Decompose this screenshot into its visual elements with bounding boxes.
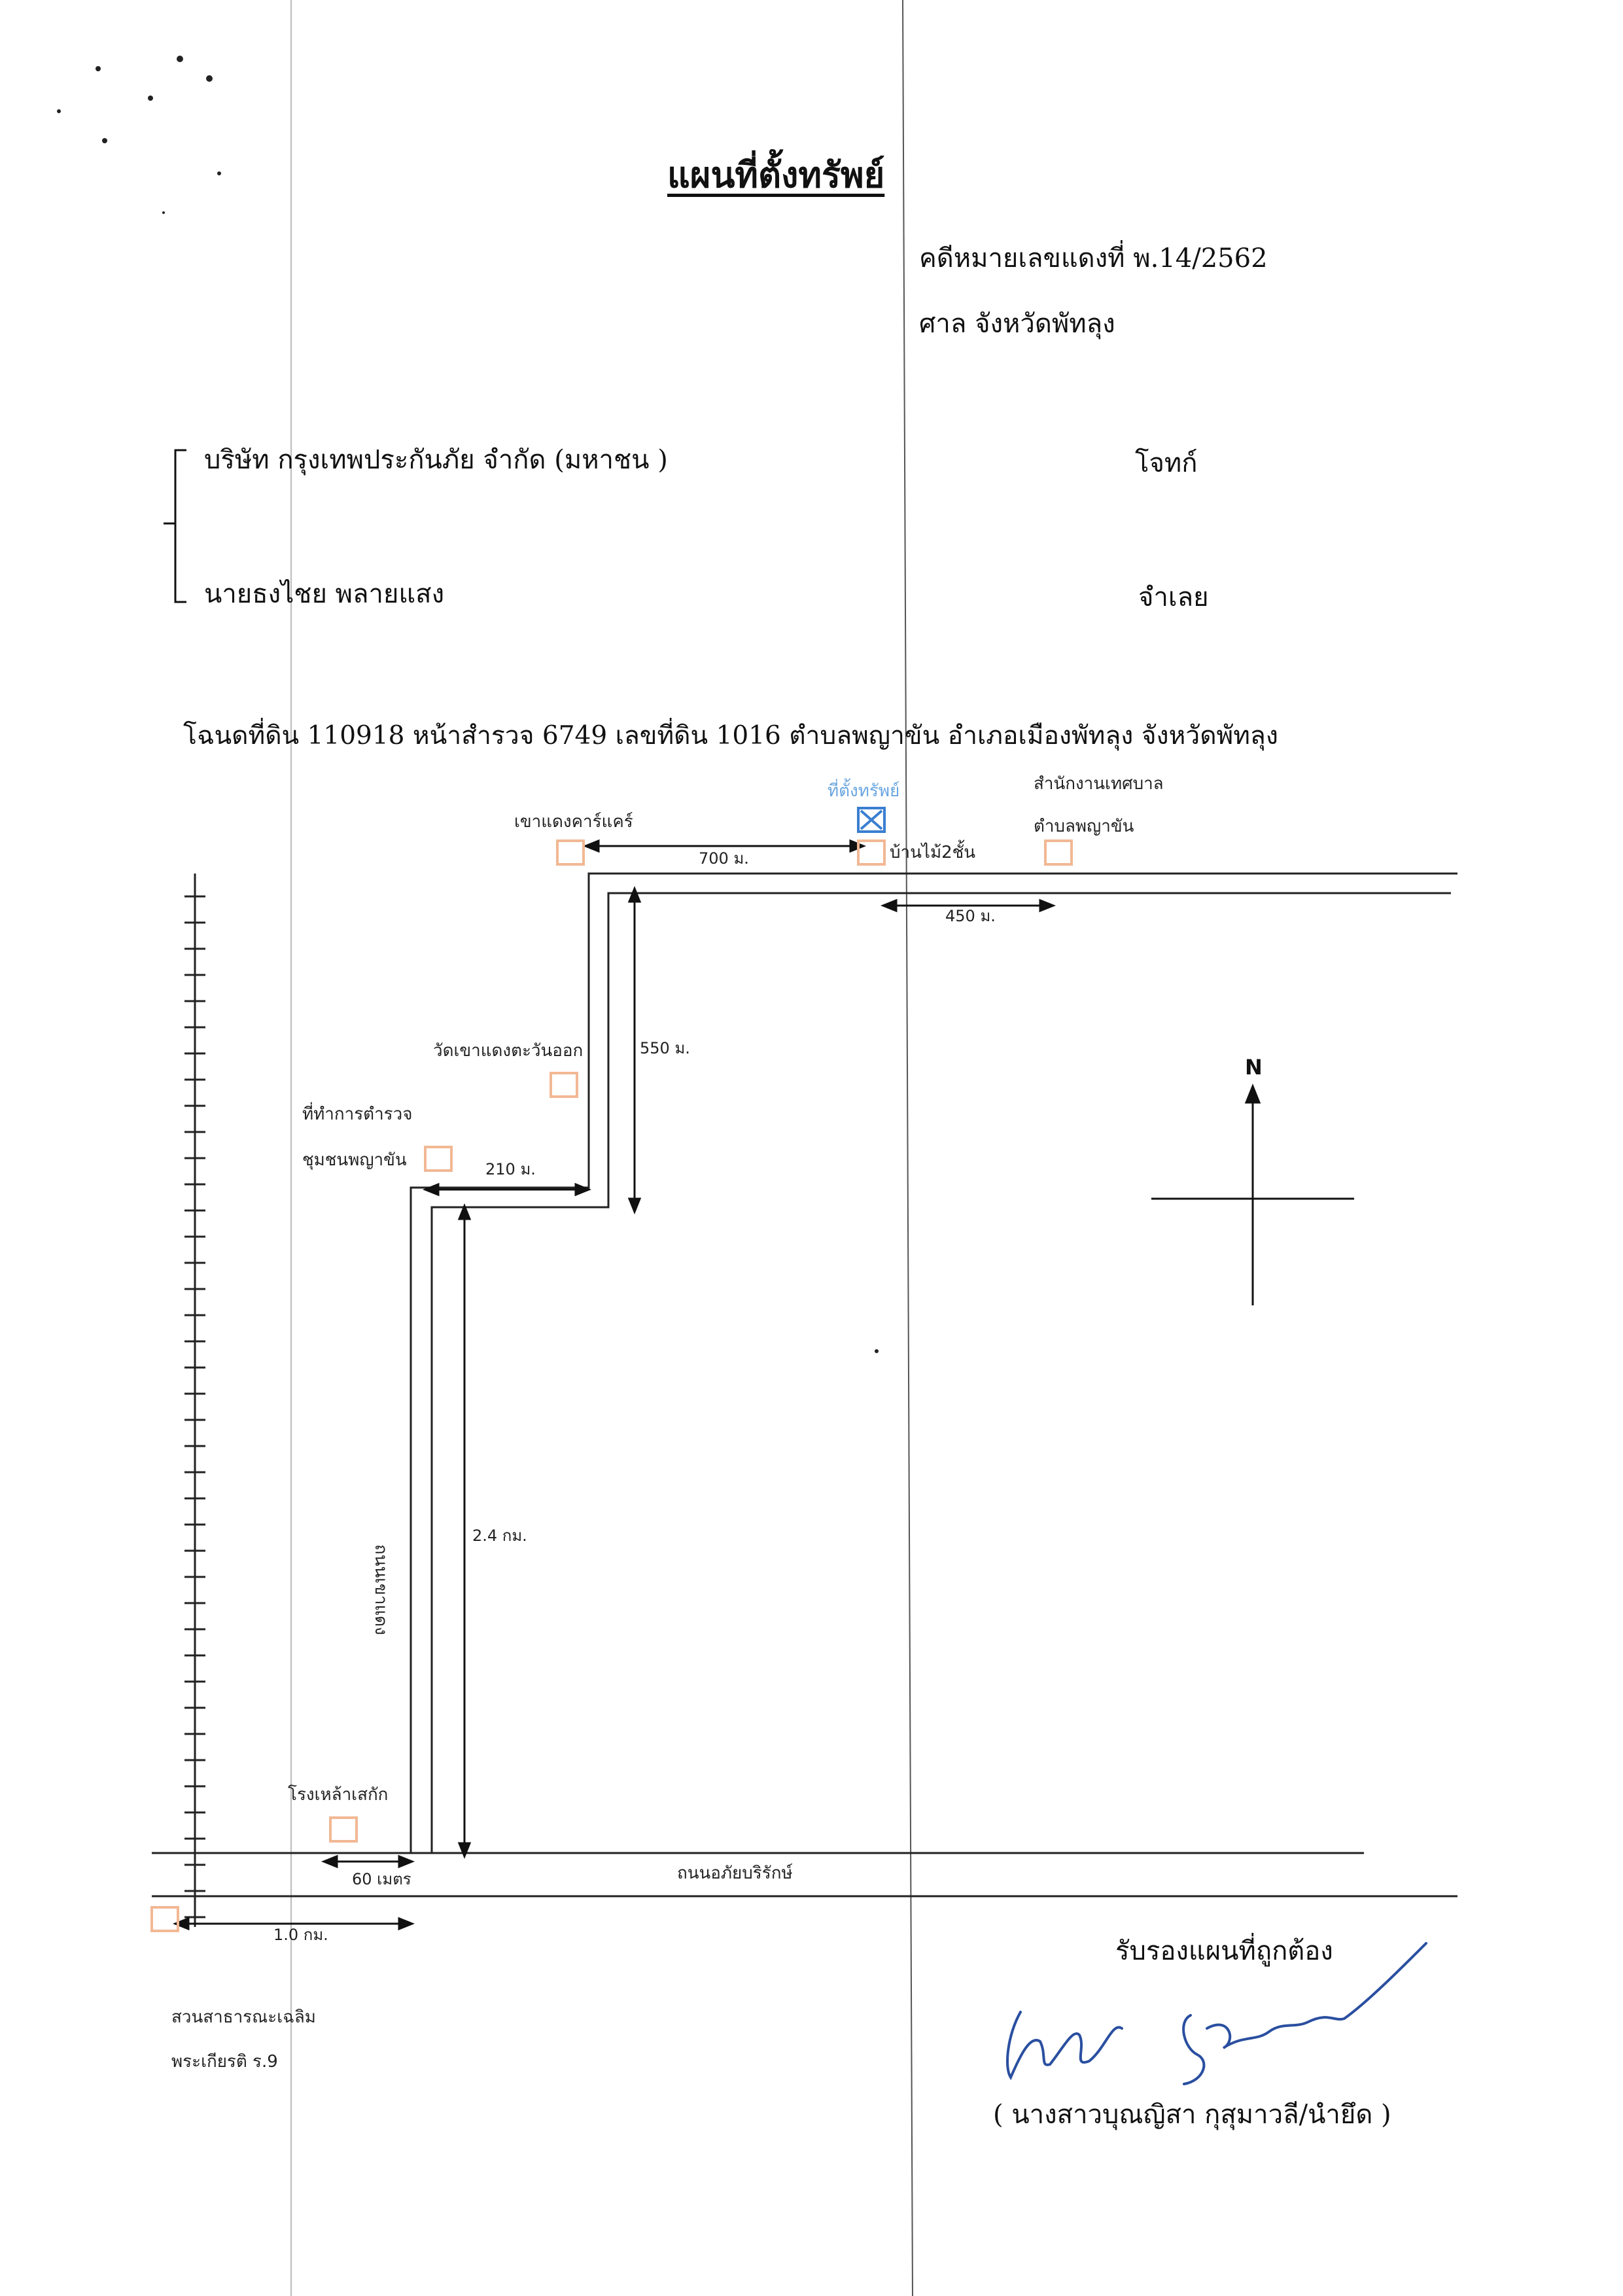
north-label: N [1245,1055,1263,1080]
marker-khao-daeng-care [556,839,585,866]
scan-fold-line-center [902,0,913,2296]
signature [1006,1942,1427,2085]
road-name-main: ถนนอภัยบริรักษ์ [677,1863,793,1883]
marker-park [150,1906,179,1932]
landmark-park-line2: พระเกียรติ ร.9 [171,2052,278,2072]
deed-description: โฉนดที่ดิน 110918 หน้าสำรวจ 6749 เลขที่ด… [183,721,1278,751]
landmark-wat: วัดเขาแดงตะวันออก [433,1041,584,1061]
page-title: แผนที่ตั้งทรัพย์ [667,154,885,196]
signer-name: ( นางสาวบุณญิสา กุสุมาวลี/นำยึด ) [993,2100,1391,2130]
landmark-municipal-office-line2: ตำบลพญาขัน [1034,817,1134,836]
landmark-police-line1: ที่ทำการตำรวจ [302,1104,413,1124]
landmark-markers [150,839,1073,1932]
marker-house-2floor [857,839,886,866]
plaintiff-name: บริษัท กรุงเทพประกันภัย จำกัด (มหาชน ) [204,445,668,475]
party-bracket [164,449,186,603]
distance-450: 450 ม. [945,907,996,925]
defendant-name: นายธงไชย พลายแสง [204,579,445,609]
scan-specks [57,56,879,1353]
marker-wat [550,1072,578,1098]
road-network [152,872,1457,1898]
distance-60m: 60 เมตร [352,1870,411,1888]
marker-liquor-factory [329,1816,358,1843]
distance-2-4km: 2.4 กม. [472,1527,527,1545]
road-name-vertical: ถนนเขาแดง [371,1544,391,1635]
property-label: ที่ตั้งทรัพย์ [828,781,900,801]
certification-text: รับรองแผนที่ถูกต้อง [1115,1936,1333,1966]
landmark-police-line2: ชุมชนพญาขัน [302,1150,407,1170]
distance-210: 210 ม. [485,1160,536,1178]
plaintiff-role: โจทก์ [1135,448,1198,478]
landmark-park-line1: สวนสาธารณะเฉลิม [171,2007,316,2027]
distance-550: 550 ม. [640,1039,690,1057]
case-number: คดีหมายเลขแดงที่ พ.14/2562 [919,243,1268,274]
landmark-khao-daeng-care: เขาแดงคาร์แคร์ [514,812,633,832]
marker-municipal-office [1044,839,1073,866]
distance-700: 700 ม. [699,849,749,868]
court-name: ศาล จังหวัดพัทลุง [919,309,1115,339]
distance-1km: 1.0 กม. [273,1926,328,1944]
railway [184,874,205,1927]
dimension-arrows [172,839,1056,1931]
north-compass-icon [1151,1083,1354,1305]
landmark-house-2floor: บ้านไม้2ชั้น [890,843,976,862]
landmark-municipal-office-line1: สำนักงานเทศบาล [1034,774,1164,794]
defendant-role: จำเลย [1138,582,1209,612]
property-marker [857,807,886,833]
landmark-liquor-factory: โรงเหล้าเสกัก [288,1785,389,1805]
marker-police [424,1146,453,1172]
